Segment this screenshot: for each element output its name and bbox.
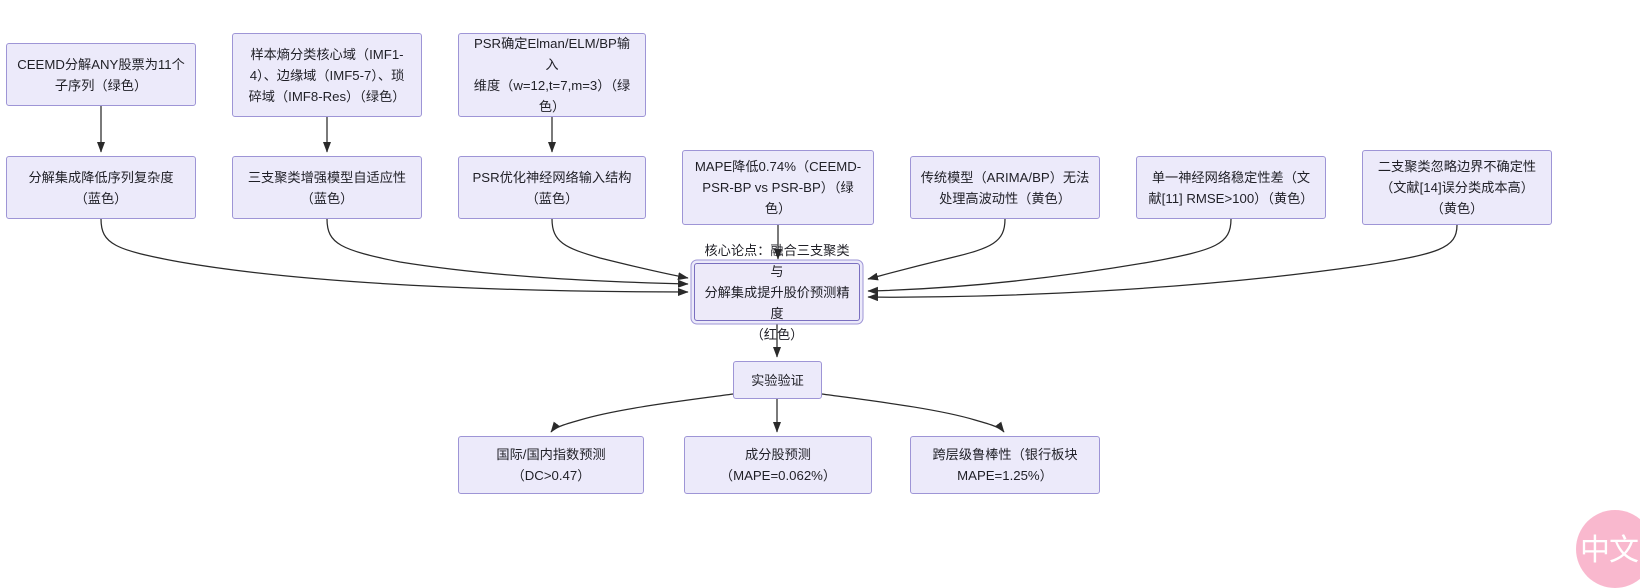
node-psr-input-dim[interactable]: PSR确定Elman/ELM/BP输入 维度（w=12,t=7,m=3）（绿 色… <box>458 33 646 117</box>
edge-n6-to-core <box>551 218 689 281</box>
watermark-badge: 中文 <box>1576 510 1640 588</box>
node-mape-reduction[interactable]: MAPE降低0.74%（CEEMD- PSR-BP vs PSR-BP）（绿 色… <box>682 150 874 225</box>
edge-n8-to-core <box>867 218 1006 281</box>
node-label: 成分股预测 （MAPE=0.062%） <box>719 447 837 483</box>
node-label: PSR确定Elman/ELM/BP输入 维度（w=12,t=7,m=3）（绿 色… <box>473 36 631 114</box>
node-index-prediction[interactable]: 国际/国内指数预测 （DC>0.47） <box>458 436 644 494</box>
node-label: PSR优化神经网络输入结构 （蓝色） <box>472 169 632 206</box>
node-decompose-reduce-complexity[interactable]: 分解集成降低序列复杂度 （蓝色） <box>6 156 196 219</box>
watermark-text: 中文 <box>1580 534 1639 567</box>
node-label: CEEMD分解ANY股票为11个 子序列（绿色） <box>17 56 185 93</box>
node-core-argument[interactable]: 核心论点：融合三支聚类与 分解集成提升股价预测精度 （红色） <box>694 243 860 342</box>
node-traditional-model-limitation[interactable]: 传统模型（ARIMA/BP）无法 处理高波动性（黄色） <box>910 156 1100 219</box>
edge-n10-to-core <box>867 224 1458 302</box>
node-label: 三支聚类增强模型自适应性 （蓝色） <box>247 169 407 206</box>
node-label: 样本熵分类核心域（IMF1- 4）、边缘域（IMF5-7）、琐 碎域（IMF8-… <box>248 46 406 104</box>
edge-exp-to-r3 <box>821 393 1005 433</box>
node-label: 分解集成降低序列复杂度 （蓝色） <box>28 169 174 206</box>
edge-n4-to-core <box>100 218 689 296</box>
node-single-nn-instability[interactable]: 单一神经网络稳定性差（文 献[11] RMSE>100）（黄色） <box>1136 156 1326 219</box>
node-two-way-clustering-boundary[interactable]: 二支聚类忽略边界不确定性 （文献[14]误分类成本高） （黄色） <box>1362 150 1552 225</box>
node-constituent-stock-prediction[interactable]: 成分股预测 （MAPE=0.062%） <box>684 436 872 494</box>
node-cross-level-robustness[interactable]: 跨层级鲁棒性（银行板块 MAPE=1.25%） <box>910 436 1100 494</box>
node-three-way-clustering-adaptive[interactable]: 三支聚类增强模型自适应性 （蓝色） <box>232 156 422 219</box>
edge-n9-to-core <box>867 218 1232 295</box>
edge-exp-to-r1 <box>550 393 734 433</box>
node-label: 二支聚类忽略边界不确定性 （文献[14]误分类成本高） （黄色） <box>1377 159 1537 216</box>
node-sample-entropy[interactable]: 样本熵分类核心域（IMF1- 4）、边缘域（IMF5-7）、琐 碎域（IMF8-… <box>232 33 422 117</box>
node-label: 核心论点：融合三支聚类与 分解集成提升股价预测精度 （红色） <box>704 242 850 342</box>
node-label: 国际/国内指数预测 （DC>0.47） <box>496 447 606 483</box>
edge-n5-to-core <box>326 218 689 288</box>
node-label: 单一神经网络稳定性差（文 献[11] RMSE>100）（黄色） <box>1148 169 1314 206</box>
node-label: 实验验证 <box>751 372 804 388</box>
node-label: 传统模型（ARIMA/BP）无法 处理高波动性（黄色） <box>920 169 1090 206</box>
node-label: 跨层级鲁棒性（银行板块 MAPE=1.25%） <box>932 447 1078 483</box>
node-psr-optimize-nn-input[interactable]: PSR优化神经网络输入结构 （蓝色） <box>458 156 646 219</box>
node-experiment-verification[interactable]: 实验验证 <box>733 361 822 399</box>
node-ceemd-decompose[interactable]: CEEMD分解ANY股票为11个 子序列（绿色） <box>6 43 196 106</box>
node-label: MAPE降低0.74%（CEEMD- PSR-BP vs PSR-BP）（绿 色… <box>694 159 862 216</box>
flowchart-canvas: CEEMD分解ANY股票为11个 子序列（绿色） 样本熵分类核心域（IMF1- … <box>6 33 1640 588</box>
